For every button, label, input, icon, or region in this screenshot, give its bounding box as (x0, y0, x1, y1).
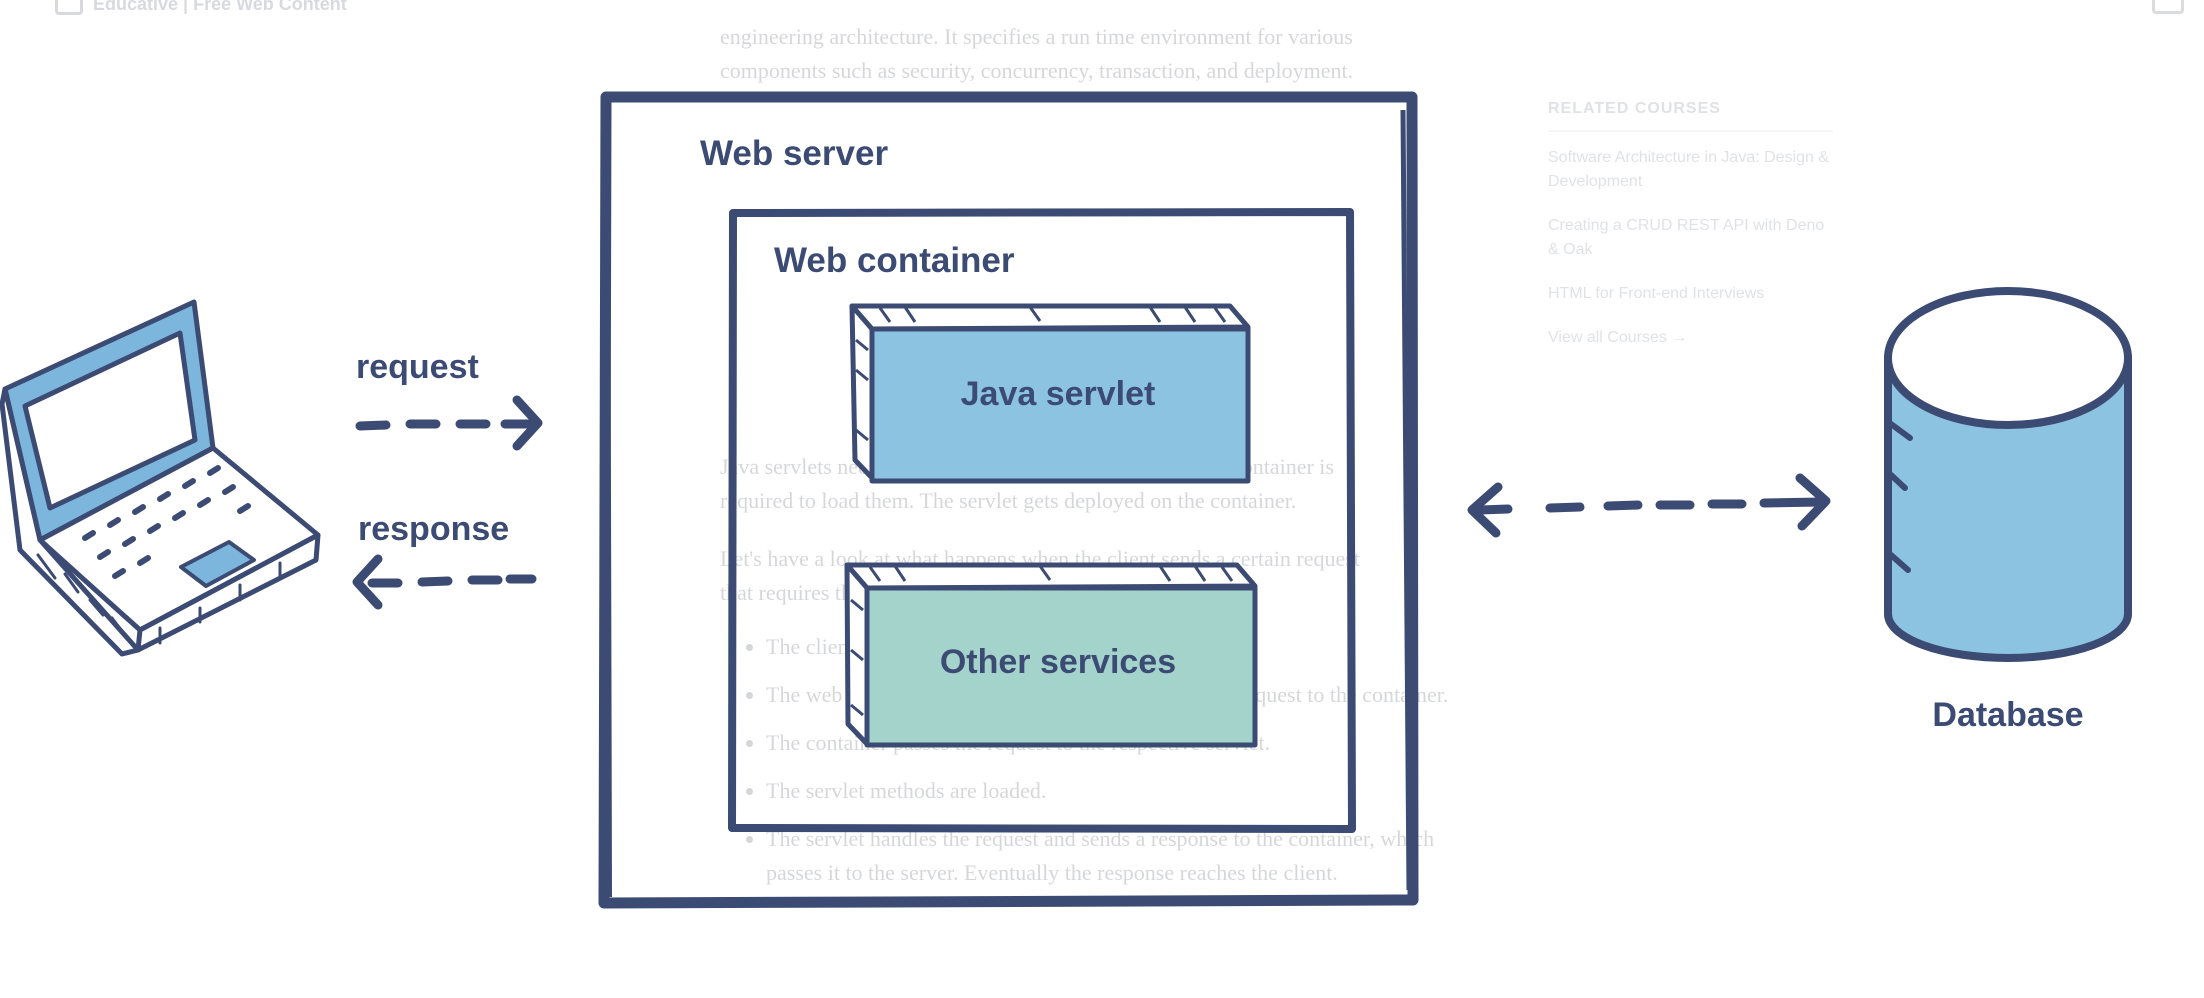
database-label: Database (1932, 696, 2083, 734)
java-servlet-label: Java servlet (961, 375, 1156, 413)
request-label: request (356, 348, 479, 386)
web-container-box: Web container (728, 208, 1356, 833)
database-connection-arrow (1467, 473, 1831, 538)
web-server-label: Web server (700, 134, 888, 173)
database-cylinder-icon (1884, 287, 2132, 662)
other-services-label: Other services (940, 643, 1176, 681)
laptop-icon (0, 299, 321, 657)
java-servlet-box: Java servlet (849, 303, 1251, 484)
request-arrow (355, 395, 543, 451)
web-server-box: Web server (598, 91, 1419, 909)
response-arrow (352, 554, 537, 610)
other-services-box: Other services (844, 562, 1258, 748)
web-container-label: Web container (774, 241, 1015, 280)
response-label: response (358, 510, 509, 548)
